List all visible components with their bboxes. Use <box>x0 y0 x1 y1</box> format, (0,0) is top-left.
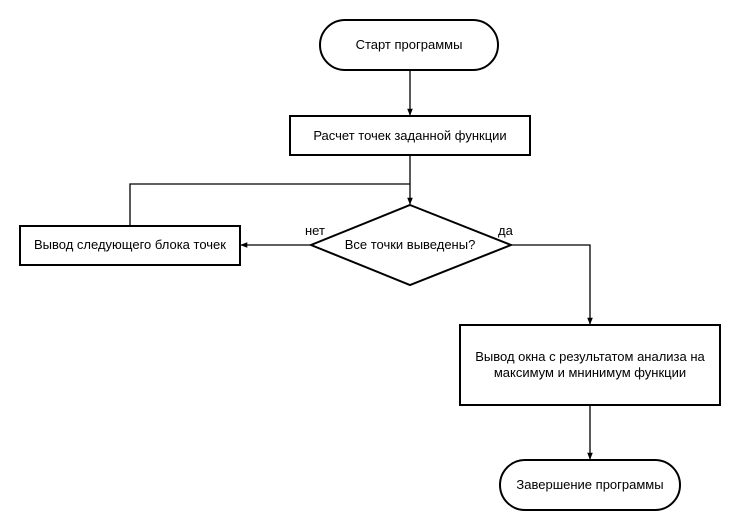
start-node: Старт программы <box>319 19 499 71</box>
end-label: Завершение программы <box>516 477 663 492</box>
decision-node: Все точки выведены? <box>308 203 514 287</box>
calc-label: Расчет точек заданной функции <box>313 128 506 143</box>
edge-loop-back <box>129 183 410 225</box>
end-node: Завершение программы <box>499 459 681 511</box>
result-label-line1: Вывод окна с результатом анализа на <box>475 349 705 364</box>
result-node: Вывод окна с результатом анализа на макс… <box>459 324 721 406</box>
result-label-line2: максимум и мнинимум функции <box>494 365 686 380</box>
start-label: Старт программы <box>356 37 463 52</box>
edge-label-yes: да <box>498 223 514 238</box>
decision-label: Все точки выведены? <box>345 237 476 252</box>
next-block-label: Вывод следующего блока точек <box>34 237 226 252</box>
calc-node: Расчет точек заданной функции <box>289 115 531 156</box>
edge-label-no: нет <box>305 223 325 238</box>
edges <box>129 70 593 460</box>
edge-decision-yes <box>511 244 593 325</box>
next-block-node: Вывод следующего блока точек <box>19 225 241 266</box>
